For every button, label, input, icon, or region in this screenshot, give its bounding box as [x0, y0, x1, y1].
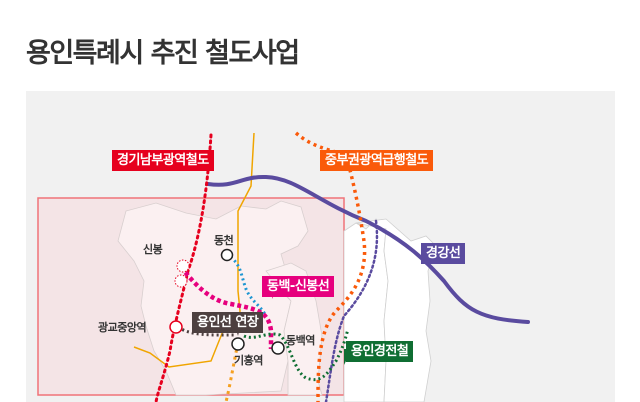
jungbu-label: 중부권광역급행철도	[320, 150, 434, 171]
station-marker-planned	[174, 274, 188, 288]
gyeonggang-line	[206, 174, 530, 324]
purple-dotted-line	[324, 219, 379, 402]
region-shape	[355, 218, 437, 402]
gyeonggi-south-label: 경기남부광역철도	[112, 150, 214, 171]
giheung-station-marker	[231, 337, 245, 351]
dongcheon-station-label: 동천	[214, 234, 234, 247]
sinbong-station-marker	[176, 259, 190, 273]
dongcheon-station-marker	[220, 248, 234, 262]
page-title: 용인특례시 추진 철도사업	[26, 38, 300, 69]
giheung-station-label: 기흥역	[234, 354, 263, 367]
yongin-lrt-label: 용인경전철	[346, 341, 414, 362]
orange-ext-line	[224, 342, 240, 402]
gwanggyo-station-label: 광교중앙역	[98, 321, 147, 334]
yongin-ext-label: 용인선 연장	[192, 312, 264, 333]
gwanggyo-station-marker	[169, 320, 183, 334]
dongbaek-station-marker	[271, 341, 285, 355]
yongin-lrt-line	[243, 328, 350, 382]
dongbaek-sinbong-label: 동백-신봉선	[262, 276, 335, 297]
blue-dotted-line	[225, 253, 268, 317]
yongin-ext-line	[177, 325, 237, 337]
gyeonggi-south-line	[154, 133, 213, 402]
gyeonggang-label: 경강선	[421, 243, 466, 264]
railway-map: 경기남부광역철도 중부권광역급행철도 경강선 동백-신봉선 용인선 연장 용인경…	[26, 91, 615, 402]
sinbong-station-label: 신봉	[143, 243, 163, 256]
dongbaek-station-label: 동백역	[286, 334, 315, 347]
dongbaek-sinbong-line	[179, 265, 274, 349]
map-canvas	[37, 131, 530, 402]
